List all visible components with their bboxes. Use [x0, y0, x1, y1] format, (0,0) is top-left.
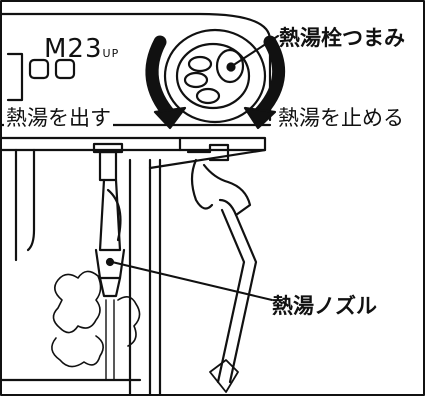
knob-ring: [163, 28, 267, 124]
knob-center: [215, 48, 245, 84]
stop-label: 熱湯を止める: [276, 102, 406, 132]
panel-slot: [6, 52, 24, 102]
steam-cloud-1: [52, 270, 102, 334]
rotate-right-arrowhead: [243, 106, 277, 130]
model-main: M23: [44, 34, 103, 64]
knob-label: 熱湯栓つまみ: [279, 26, 405, 50]
counter-ledge-underside: [148, 148, 267, 170]
drain-end: [209, 359, 239, 393]
nozzle-wire: [106, 188, 122, 242]
cabinet-left-inner: [26, 148, 36, 252]
knob-leader-dot: [226, 62, 236, 72]
nozzle-leader-line: [111, 261, 273, 301]
panel-button-right: [54, 58, 76, 80]
counter-ledge-side: [178, 136, 267, 152]
nozzle-body: [98, 178, 122, 252]
counter-ledge-front: [0, 136, 182, 152]
drain-pipe-left: [216, 208, 246, 384]
drain-hose-loop: [202, 163, 252, 217]
dispense-label: 熱湯を出す: [4, 102, 113, 132]
rotate-left-arrowhead: [153, 106, 187, 130]
nozzle-tip: [98, 276, 122, 298]
steam-cloud-2: [51, 335, 104, 368]
nozzle-neck: [98, 150, 118, 182]
model-number: M23UP: [44, 34, 119, 64]
knob-grip-1: [187, 55, 213, 73]
model-suffix: UP: [102, 47, 120, 60]
panel-button-left: [28, 58, 50, 80]
nozzle-label: 熱湯ノズル: [272, 294, 377, 318]
rotate-left-arc: [145, 35, 177, 122]
knob-grip-3: [195, 87, 221, 105]
rotate-right-arc: [251, 35, 286, 122]
knob-face: [175, 42, 251, 110]
drain-hose-upper: [190, 158, 214, 210]
knob-grip-2: [183, 71, 209, 89]
drain-fitting: [186, 143, 230, 162]
steam-cloud-3: [117, 296, 141, 347]
drain-pipe-right: [228, 213, 258, 384]
knob-leader-line: [231, 35, 279, 67]
